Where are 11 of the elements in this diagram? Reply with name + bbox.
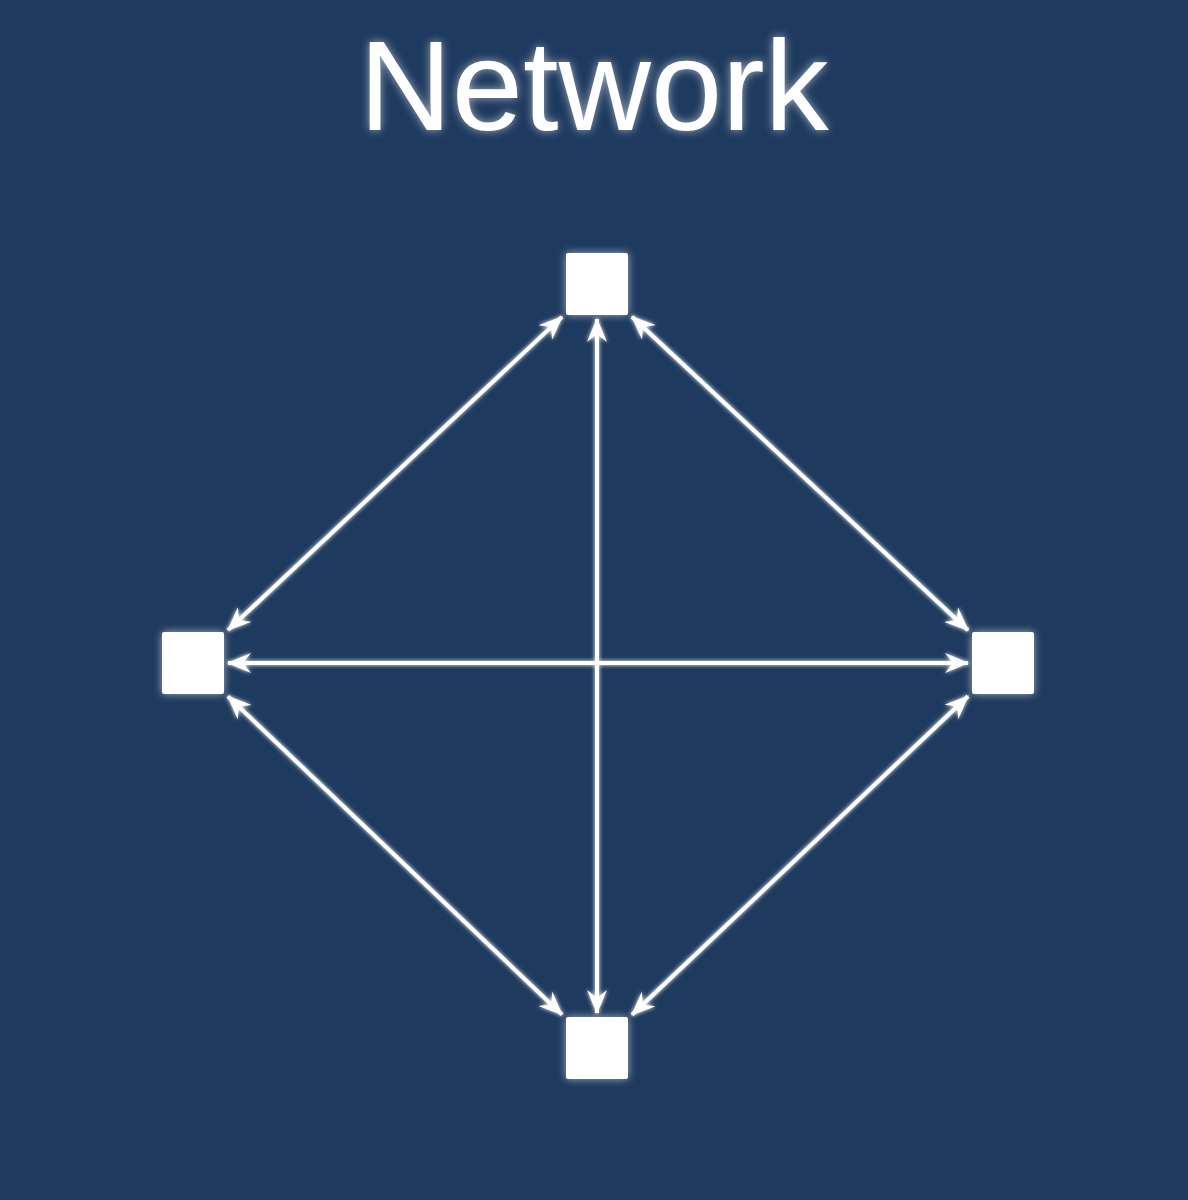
- double-arrow: [227, 653, 969, 673]
- title: Network: [359, 22, 829, 150]
- node-square: [162, 632, 224, 694]
- node-square: [566, 253, 628, 315]
- node-square: [972, 632, 1034, 694]
- double-arrow: [587, 318, 607, 1014]
- double-arrow: [630, 694, 970, 1017]
- double-arrow: [630, 315, 970, 632]
- node-square: [566, 1017, 628, 1079]
- double-arrow: [226, 315, 564, 632]
- double-arrow: [226, 694, 564, 1017]
